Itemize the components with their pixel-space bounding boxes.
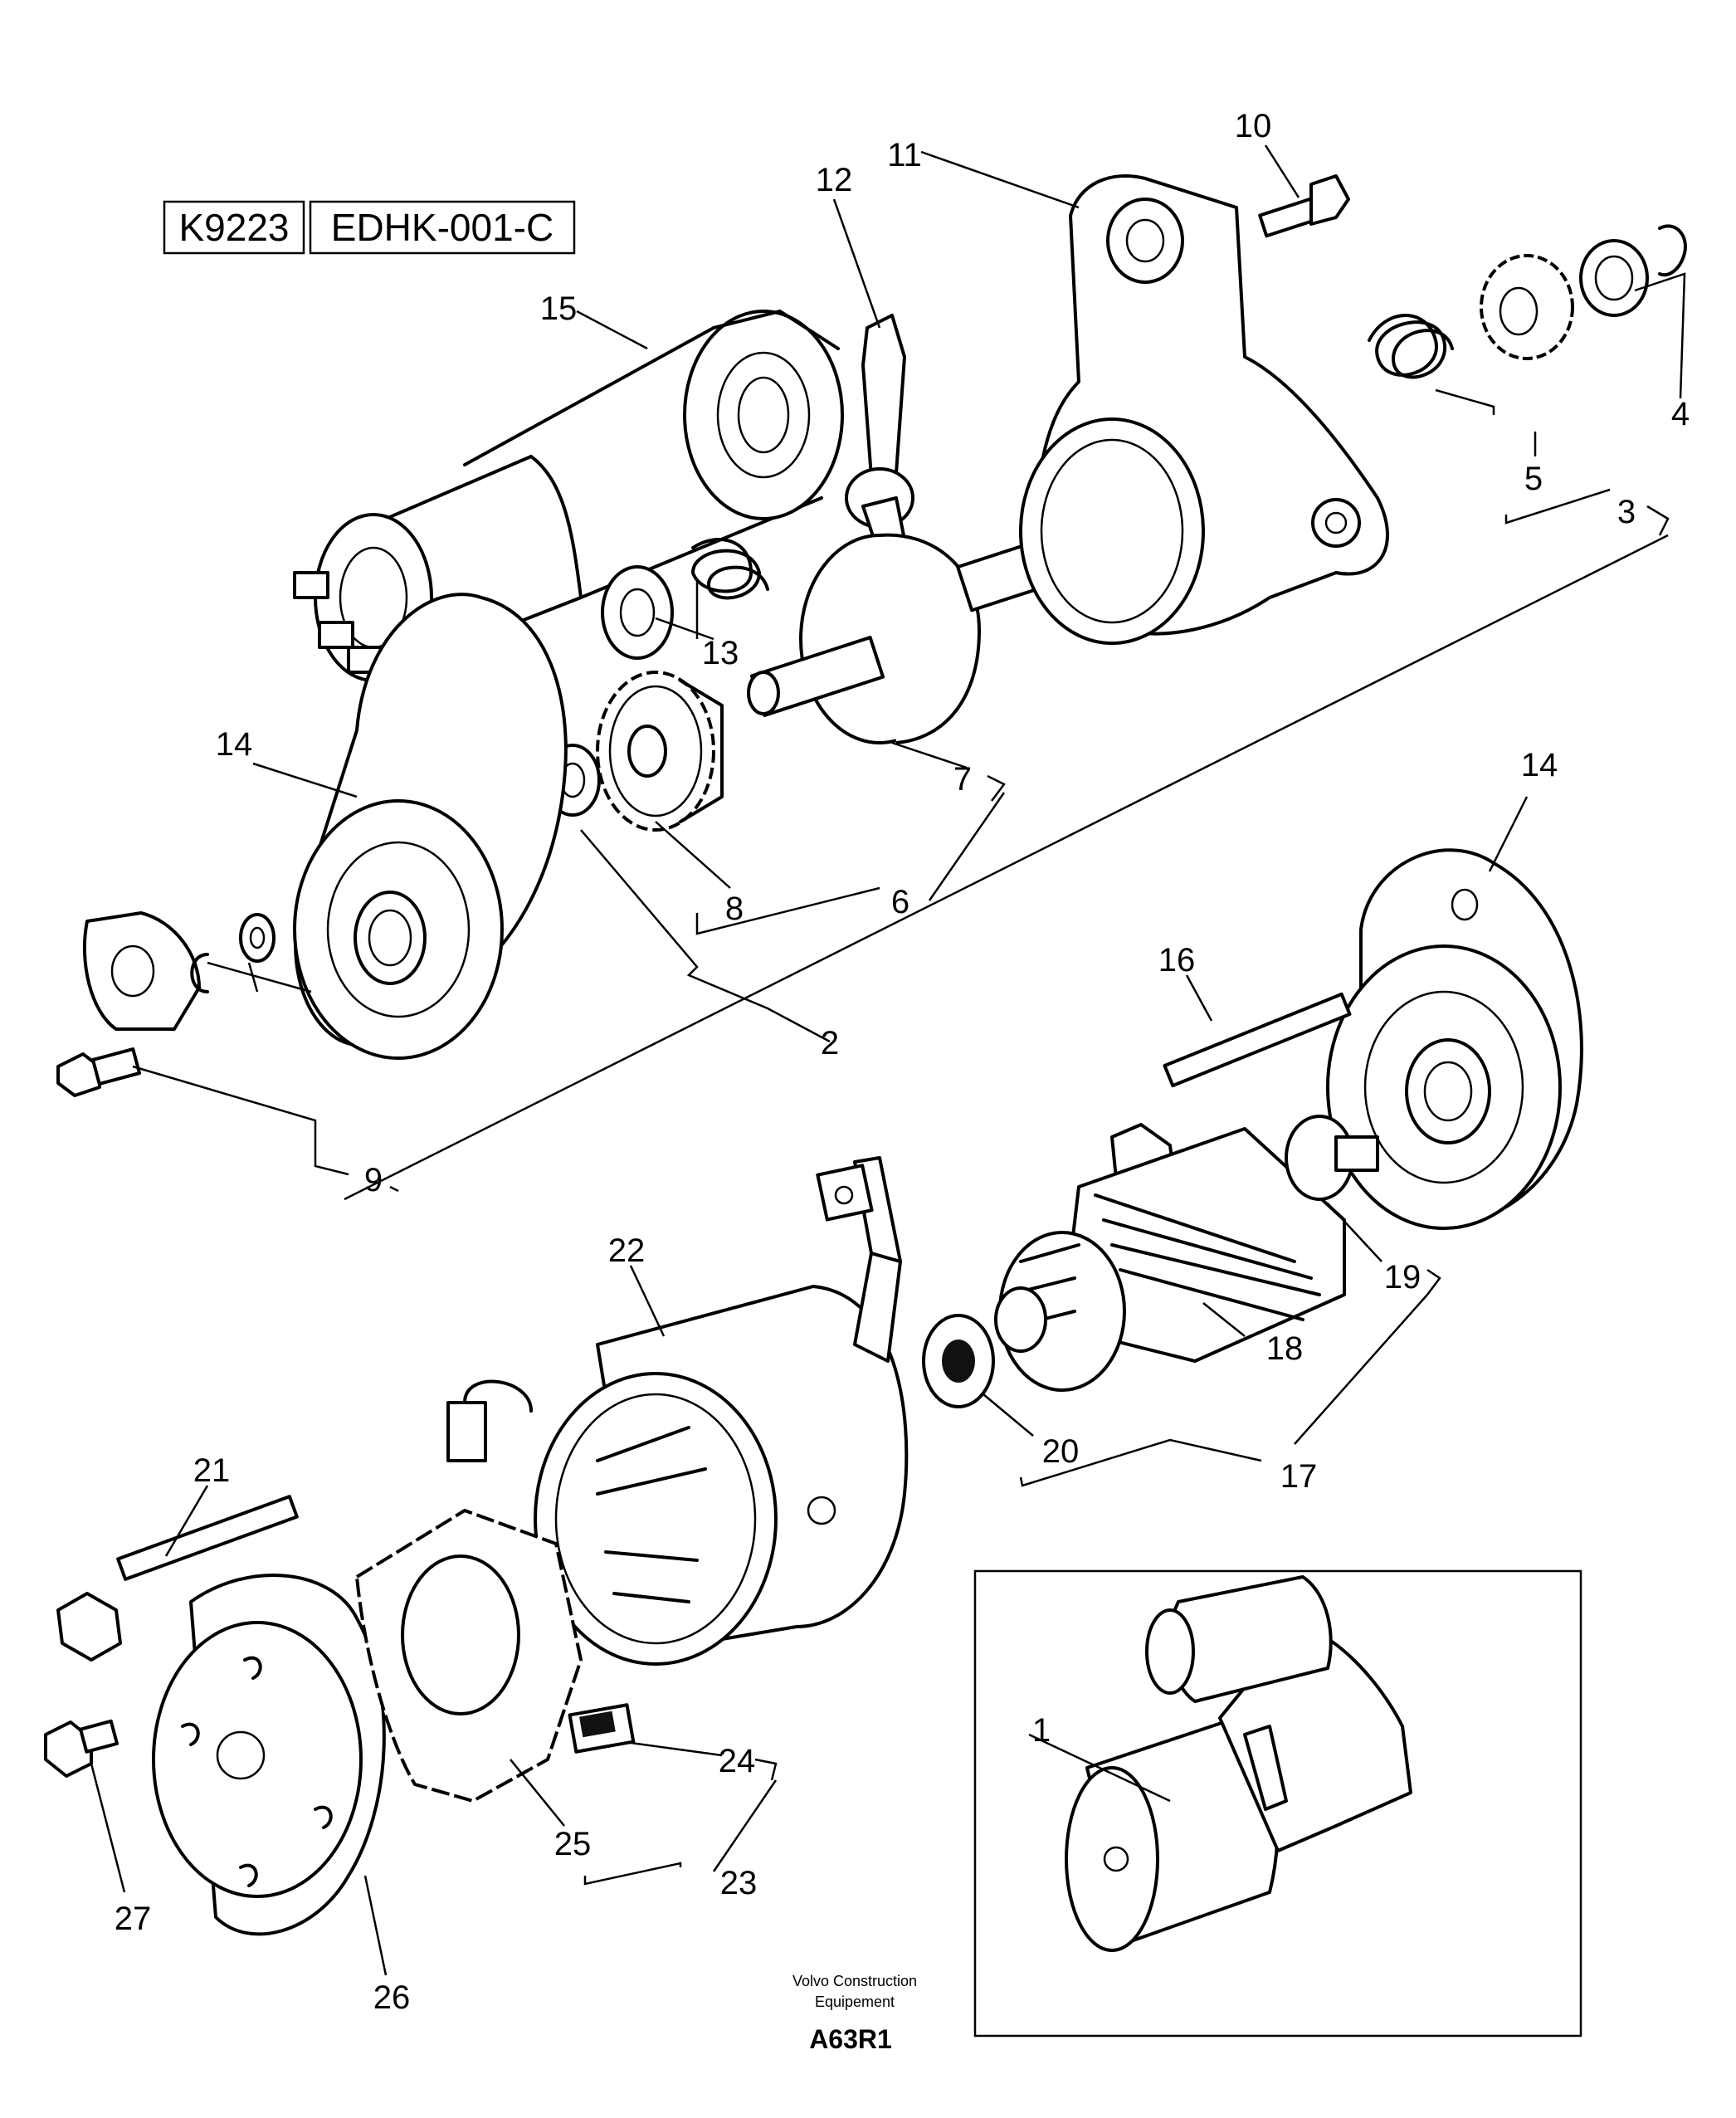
small-screw-illustration: [44, 1719, 119, 1778]
part-label-18: 18: [1266, 1330, 1304, 1367]
part-label-14-upper: 14: [216, 726, 253, 763]
footer-credit: Volvo Construction Equipement A63R1: [792, 1973, 917, 2054]
part-label-13: 13: [702, 635, 739, 671]
part-label-23: 23: [720, 1865, 758, 1901]
part-label-11: 11: [887, 137, 922, 173]
yoke-assembly-illustration: [446, 1156, 909, 1666]
part-label-14-lower: 14: [1521, 747, 1558, 783]
part-label-5: 5: [1524, 461, 1543, 497]
drive-end-housing-illustration: [1019, 174, 1389, 645]
code-right: EDHK-001-C: [331, 206, 553, 249]
part-label-1: 1: [1032, 1712, 1051, 1749]
part-label-20: 20: [1042, 1433, 1080, 1470]
drawing-code: A63R1: [809, 2024, 892, 2054]
rear-cover-lower-illustration: [1326, 848, 1583, 1230]
rear-cover-upper-illustration: [293, 593, 568, 1060]
part-label-25: 25: [554, 1826, 592, 1862]
part-label-27: 27: [115, 1901, 152, 1937]
part-label-7: 7: [953, 761, 972, 798]
bearing-cover-illustration: [56, 911, 276, 1097]
part-label-22: 22: [608, 1232, 646, 1269]
part-label-12: 12: [816, 162, 853, 198]
solenoid-illustration: [293, 310, 844, 682]
part-label-26: 26: [373, 1979, 411, 2016]
commutator-end-cover-illustration: [152, 1573, 386, 1936]
part-label-3: 3: [1617, 494, 1636, 530]
plunger-spring-illustration: [601, 538, 769, 660]
brand-line-2: Equipement: [815, 1994, 895, 2010]
part-label-19: 19: [1384, 1259, 1421, 1296]
part-label-24: 24: [719, 1743, 756, 1779]
part-label-6: 6: [891, 884, 909, 920]
brush-holder-illustration: [355, 1509, 636, 1803]
part-label-8: 8: [725, 891, 744, 927]
part-label-17: 17: [1280, 1458, 1318, 1495]
part-label-16: 16: [1158, 942, 1196, 978]
assembled-starter-inset: [973, 1569, 1582, 2037]
armature-illustration: [994, 1115, 1379, 1392]
part-label-9: 9: [364, 1162, 383, 1198]
shift-lever-illustration: [845, 314, 914, 558]
drawing-code-box: K9223 EDHK-001-C: [163, 200, 576, 255]
brand-line-1: Volvo Construction: [792, 1973, 917, 1989]
part-label-21: 21: [193, 1452, 231, 1489]
stud-bolt-illustration: [56, 1495, 299, 1662]
part-label-15: 15: [540, 290, 578, 327]
pinion-spring-illustration: [1368, 254, 1574, 379]
part-labels: 1 2 3 4 5 6 7 8 9 10 11 12 13 14 14 15 1…: [115, 108, 1690, 2016]
mounting-bolt-illustration: [1258, 174, 1350, 238]
stop-collar-illustration: [1579, 224, 1687, 317]
code-left: K9223: [178, 206, 289, 249]
part-label-10: 10: [1235, 108, 1272, 144]
armature-bearing-illustration: [922, 1314, 995, 1408]
leader-lines: [90, 144, 1686, 1976]
part-label-4: 4: [1671, 396, 1690, 432]
reduction-gear-illustration: [544, 671, 724, 832]
part-label-2: 2: [821, 1025, 839, 1061]
